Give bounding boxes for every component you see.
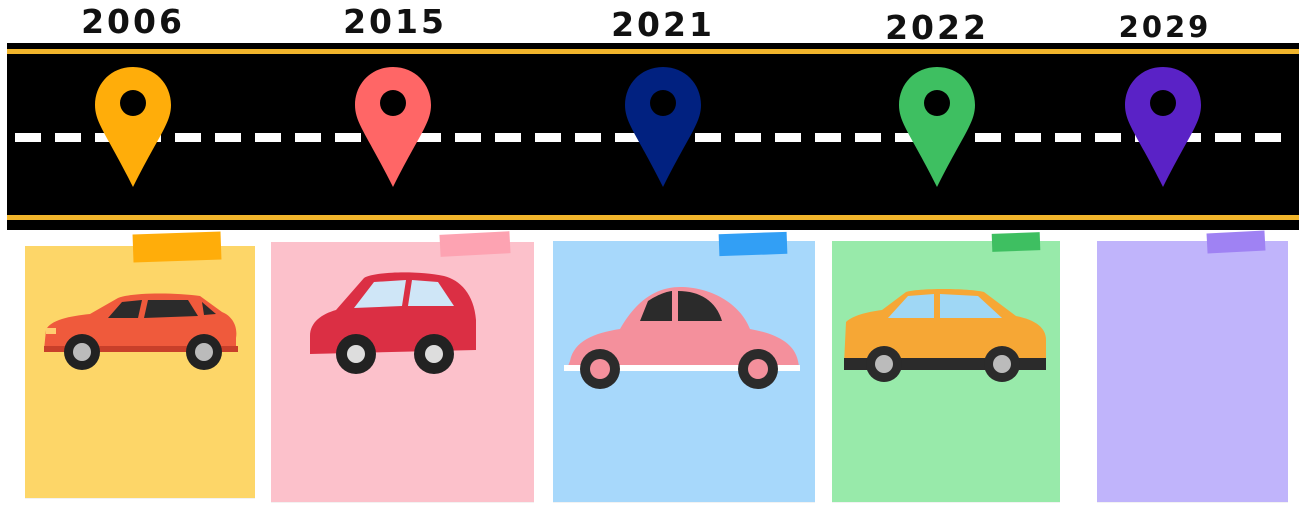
location-pin-icon-2021: [623, 65, 703, 189]
road-center-dash: [495, 133, 521, 142]
road-top-edge-line: [7, 49, 1299, 54]
road-center-dash: [1215, 133, 1241, 142]
road-center-dash: [1095, 133, 1121, 142]
year-label-2021: 2021: [611, 5, 715, 44]
location-pin-icon-2022: [897, 65, 977, 189]
road-center-dash: [535, 133, 561, 142]
tape-strip-2021: [719, 232, 788, 256]
road-bottom-edge-line: [7, 215, 1299, 220]
year-label-2006: 2006: [81, 2, 185, 41]
road-center-dash: [575, 133, 601, 142]
road-center-dash: [975, 133, 1001, 142]
road-center-dash: [1015, 133, 1041, 142]
location-pin-icon-2029: [1123, 65, 1203, 189]
road-center-dash: [175, 133, 201, 142]
road-center-dash: [815, 133, 841, 142]
road-center-dash: [215, 133, 241, 142]
road-center-dash: [455, 133, 481, 142]
year-label-2022: 2022: [885, 8, 989, 47]
road-center-dash: [1255, 133, 1281, 142]
road-center-dash: [295, 133, 321, 142]
sticky-note-card-2029: [1097, 241, 1288, 502]
road-center-dash: [1055, 133, 1081, 142]
road-center-dash: [855, 133, 881, 142]
orange-taxi-sedan-icon: [842, 288, 1050, 384]
year-label-2029: 2029: [1119, 10, 1212, 44]
sticky-note-card-2006: [25, 246, 255, 498]
road-center-dash: [775, 133, 801, 142]
tape-strip-2006: [133, 231, 222, 262]
tape-strip-2015: [439, 231, 510, 257]
red-orange-hatchback-icon: [40, 290, 240, 372]
tape-strip-2029: [1207, 230, 1266, 253]
location-pin-icon-2015: [353, 65, 433, 189]
tape-strip-2022: [992, 232, 1041, 252]
red-hatchback-icon: [306, 270, 478, 378]
year-label-2015: 2015: [343, 2, 447, 41]
pink-beetle-icon: [560, 283, 802, 393]
road-center-dash: [15, 133, 41, 142]
road-center-dash: [735, 133, 761, 142]
road-center-dash: [55, 133, 81, 142]
road-center-dash: [255, 133, 281, 142]
location-pin-icon-2006: [93, 65, 173, 189]
